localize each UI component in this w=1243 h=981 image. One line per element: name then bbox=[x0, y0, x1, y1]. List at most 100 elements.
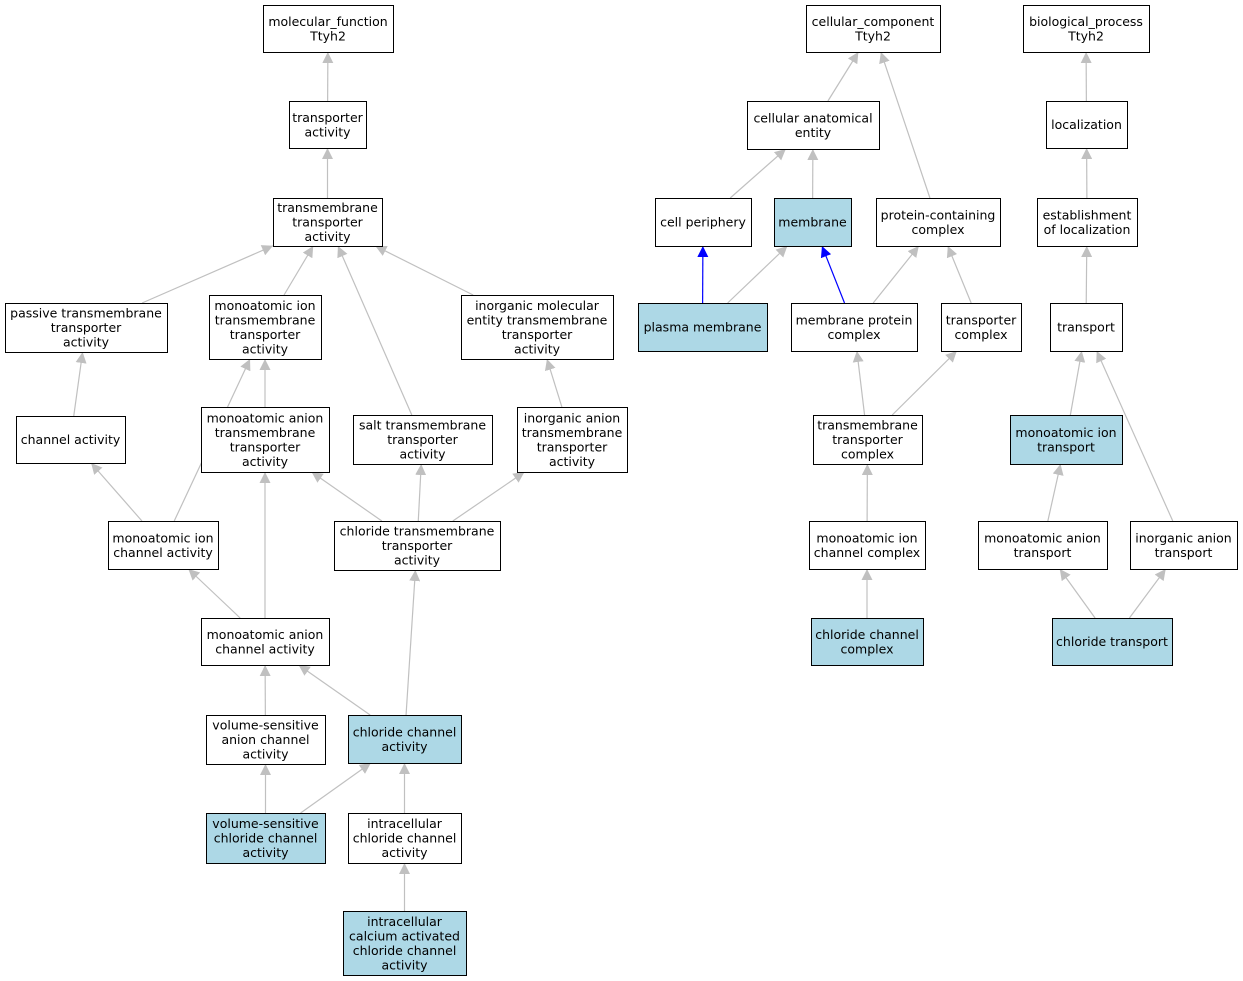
node-box bbox=[978, 521, 1108, 570]
node-box bbox=[1050, 303, 1123, 352]
edge-tr-to-eol bbox=[1081, 245, 1093, 304]
node-label-line: monoatomic ion bbox=[214, 298, 315, 313]
node-box bbox=[16, 416, 126, 464]
node-label-line: activity bbox=[381, 845, 428, 860]
node-label-line: activity bbox=[304, 124, 351, 139]
node-box bbox=[747, 101, 880, 150]
node-label-line: activity bbox=[242, 845, 289, 860]
node-box bbox=[273, 198, 383, 247]
edge-line bbox=[872, 245, 920, 304]
node-label-line: activity bbox=[514, 341, 561, 356]
go-term-node-cp[interactable]: cell periphery bbox=[655, 198, 752, 247]
node-label-line: cellular anatomical bbox=[753, 110, 872, 125]
node-label-line: chloride channel bbox=[815, 627, 919, 642]
edge-line bbox=[1081, 245, 1093, 304]
node-label-line: salt transmembrane bbox=[359, 418, 486, 433]
node-label-line: chloride channel bbox=[353, 943, 457, 958]
node-label-line: transmembrane bbox=[215, 425, 316, 440]
node-box bbox=[461, 295, 614, 360]
node-label-line: intracellular bbox=[367, 914, 443, 929]
node-box bbox=[5, 303, 168, 353]
node-label-line: transporter bbox=[537, 439, 608, 454]
node-label-line: monoatomic ion bbox=[816, 530, 917, 545]
go-term-node-ctta[interactable]: chloride transmembranetransporteractivit… bbox=[334, 521, 501, 571]
node-label-line: transport bbox=[1155, 545, 1213, 560]
node-label-line: transmembrane bbox=[817, 418, 918, 433]
edge-mica-to-ca bbox=[90, 462, 143, 522]
go-term-node-ca[interactable]: channel activity bbox=[16, 416, 126, 464]
go-term-node-mitta[interactable]: monoatomic iontransmembranetransporterac… bbox=[209, 295, 322, 360]
edge-cca-to-ctta bbox=[405, 569, 421, 716]
node-label-line: channel activity bbox=[21, 432, 121, 447]
edge-layer bbox=[73, 51, 1174, 911]
node-label-line: inorganic molecular bbox=[475, 298, 600, 313]
edge-line bbox=[852, 350, 866, 416]
node-label-line: transporter bbox=[382, 538, 453, 553]
node-box bbox=[1052, 618, 1173, 666]
edge-mat-to-mit bbox=[1047, 463, 1064, 522]
node-box bbox=[201, 618, 330, 666]
edge-line bbox=[298, 664, 371, 716]
go-term-node-mem[interactable]: membrane bbox=[774, 198, 852, 247]
node-label-line: entity transmembrane bbox=[467, 312, 608, 327]
edge-line bbox=[452, 471, 525, 522]
edge-imetta-to-tta bbox=[375, 245, 474, 296]
go-term-node-pm[interactable]: plasma membrane bbox=[638, 303, 768, 352]
node-label-line: activity bbox=[63, 335, 110, 350]
node-label-line: of localization bbox=[1044, 222, 1131, 237]
node-label-line: transporter bbox=[51, 320, 122, 335]
edge-line bbox=[375, 245, 474, 296]
node-label-line: activity bbox=[381, 739, 428, 754]
node-label-line: channel complex bbox=[814, 545, 920, 560]
edge-pass-to-tta bbox=[141, 245, 274, 304]
edge-ttc-to-mpc bbox=[852, 350, 866, 416]
node-label-line: complex bbox=[912, 222, 965, 237]
go-term-node-ct[interactable]: chloride transport bbox=[1052, 618, 1173, 666]
go-term-node-loc[interactable]: localization bbox=[1046, 101, 1128, 149]
edge-line bbox=[141, 245, 274, 304]
edge-ctta-to-stta bbox=[415, 463, 427, 522]
node-box bbox=[774, 198, 852, 247]
edge-line bbox=[1047, 463, 1064, 522]
node-label-line: channel activity bbox=[113, 545, 213, 560]
node-label-line: transport bbox=[1057, 320, 1115, 335]
go-term-node-matta[interactable]: monoatomic aniontransmembranetransporter… bbox=[201, 407, 330, 473]
node-label-line: activity bbox=[549, 454, 596, 469]
go-term-node-iatta[interactable]: inorganic aniontransmembranetransportera… bbox=[517, 407, 628, 473]
edge-line bbox=[90, 462, 143, 522]
node-label-line: Ttyh2 bbox=[854, 28, 891, 43]
node-label-line: transporter bbox=[230, 327, 301, 342]
node-box bbox=[353, 415, 493, 465]
node-label-line: transporter bbox=[292, 110, 363, 125]
node-label-line: activity bbox=[242, 454, 289, 469]
node-box bbox=[1010, 415, 1123, 465]
go-term-node-tr[interactable]: transport bbox=[1050, 303, 1123, 352]
node-label-line: transporter bbox=[292, 215, 363, 230]
